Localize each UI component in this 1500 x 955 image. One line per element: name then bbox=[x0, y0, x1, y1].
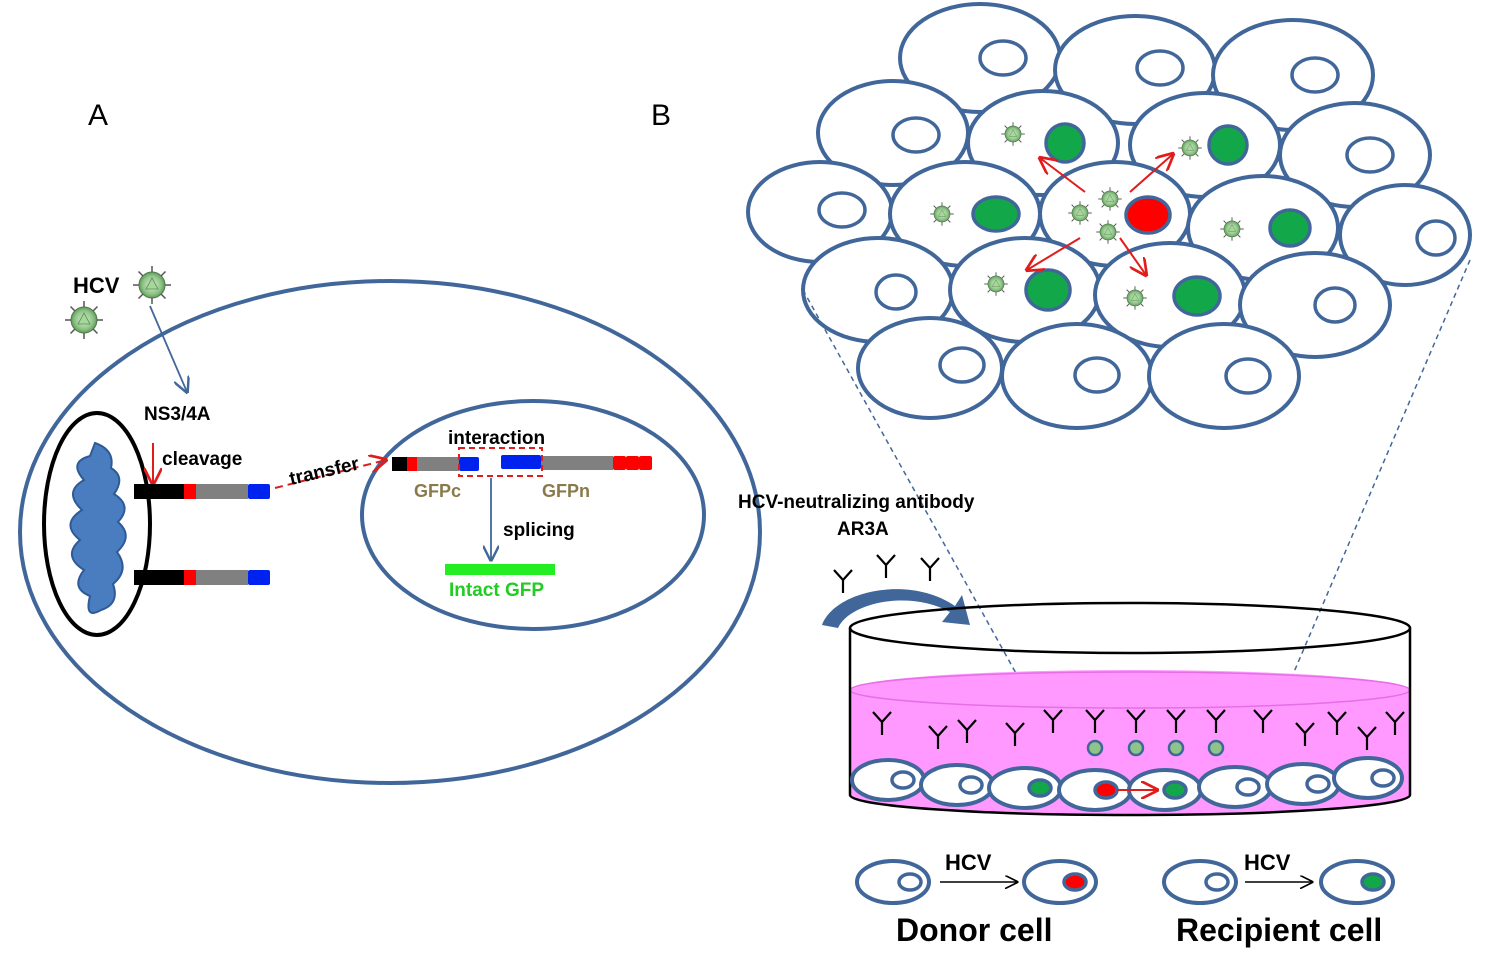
antibody-label: HCV-neutralizing antibody bbox=[738, 492, 975, 513]
gfpc-label: GFPc bbox=[414, 481, 461, 501]
nucleus bbox=[1224, 357, 1272, 395]
nucleus bbox=[890, 770, 916, 790]
nucleus bbox=[1305, 774, 1331, 794]
interaction-box bbox=[458, 447, 543, 477]
infected-nucleus bbox=[1172, 275, 1222, 317]
reporter-construct-2 bbox=[134, 570, 270, 585]
infected-nucleus bbox=[1268, 208, 1312, 248]
nucleus bbox=[978, 39, 1028, 77]
splicing-label: splicing bbox=[503, 520, 575, 541]
nucleus bbox=[1290, 56, 1340, 94]
legend-donor bbox=[855, 859, 1098, 905]
infected-nucleus bbox=[1027, 778, 1053, 798]
intact-gfp-bar bbox=[445, 564, 555, 575]
nucleus bbox=[1345, 136, 1395, 174]
endoplasmic-reticulum bbox=[69, 441, 127, 614]
ns3-4a-label: NS3/4A bbox=[144, 404, 211, 425]
infected-nucleus bbox=[1024, 268, 1072, 312]
nucleus bbox=[1415, 219, 1457, 257]
virus-particle bbox=[64, 300, 104, 340]
dish-rim bbox=[848, 601, 1412, 655]
nucleus bbox=[1313, 286, 1357, 324]
donor-cell-label: Donor cell bbox=[896, 912, 1052, 948]
medium-virus bbox=[1086, 739, 1225, 757]
nucleus bbox=[938, 346, 986, 384]
infected-nucleus bbox=[971, 195, 1021, 233]
zoom-line-left bbox=[802, 289, 1028, 694]
cell bbox=[1147, 322, 1301, 430]
cell-monolayer bbox=[746, 2, 1472, 430]
intact-gfp-label: Intact GFP bbox=[449, 580, 544, 601]
infected-nucleus bbox=[1207, 124, 1249, 166]
gfp-split-construct bbox=[392, 455, 652, 471]
nucleus bbox=[1135, 49, 1185, 87]
transfer-arrow bbox=[274, 460, 386, 489]
addition-arrow bbox=[822, 589, 970, 628]
interaction-label: interaction bbox=[448, 428, 545, 449]
reporter-construct-1 bbox=[134, 484, 270, 499]
nucleus bbox=[1370, 768, 1396, 788]
hcv-label: HCV bbox=[73, 273, 120, 298]
panel-b-letter: B bbox=[651, 99, 671, 132]
infected-nucleus bbox=[1162, 780, 1188, 800]
legend-recipient bbox=[1162, 859, 1395, 905]
spread-arrows bbox=[1027, 154, 1173, 275]
legend-hcv-label-2: HCV bbox=[1244, 850, 1291, 875]
nucleus bbox=[1073, 356, 1121, 394]
cleavage-label: cleavage bbox=[162, 449, 242, 470]
nucleus bbox=[1235, 777, 1261, 797]
nucleus bbox=[817, 191, 867, 229]
infected-nucleus bbox=[1044, 122, 1086, 164]
virus-particle bbox=[132, 265, 172, 305]
panel-a-letter: A bbox=[88, 99, 108, 132]
cell bbox=[1332, 756, 1404, 800]
gfpn-label: GFPn bbox=[542, 481, 590, 501]
antibody-name: AR3A bbox=[837, 519, 889, 540]
dish-cells bbox=[850, 756, 1404, 812]
added-antibodies bbox=[832, 553, 941, 595]
donor-nucleus bbox=[1093, 780, 1119, 800]
legend-hcv-label-1: HCV bbox=[945, 850, 992, 875]
recipient-cell-label: Recipient cell bbox=[1176, 912, 1382, 948]
infection-arrow bbox=[149, 305, 187, 392]
nucleus bbox=[891, 116, 941, 154]
donor-nucleus bbox=[1124, 195, 1172, 235]
nucleus bbox=[958, 775, 984, 795]
zoom-line-right bbox=[1284, 259, 1471, 694]
nucleus bbox=[874, 273, 918, 311]
cell bbox=[1338, 183, 1472, 287]
